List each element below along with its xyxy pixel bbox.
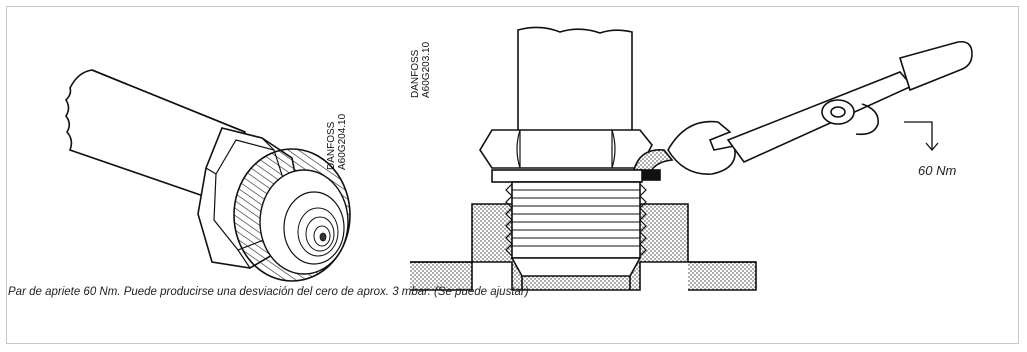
wrench-illustration <box>667 40 973 175</box>
left-label-brand: DANFOSS <box>326 121 337 170</box>
right-label-brand: DANFOSS <box>410 49 421 98</box>
figure-caption: Par de apriete 60 Nm. Puede producirse u… <box>8 286 529 298</box>
right-label-code: A60G203.10 <box>421 41 432 98</box>
pressure-transmitter-illustration <box>64 69 351 282</box>
left-label-code: A60G204.10 <box>337 113 348 170</box>
right-drawing-label: DANFOSS A60G203.10 <box>410 42 432 98</box>
torque-arrow-icon <box>904 121 939 151</box>
mounting-section-illustration <box>410 26 757 291</box>
left-drawing-label: DANFOSS A60G204.10 <box>326 114 348 170</box>
torque-value-label: 60 Nm <box>918 163 957 178</box>
